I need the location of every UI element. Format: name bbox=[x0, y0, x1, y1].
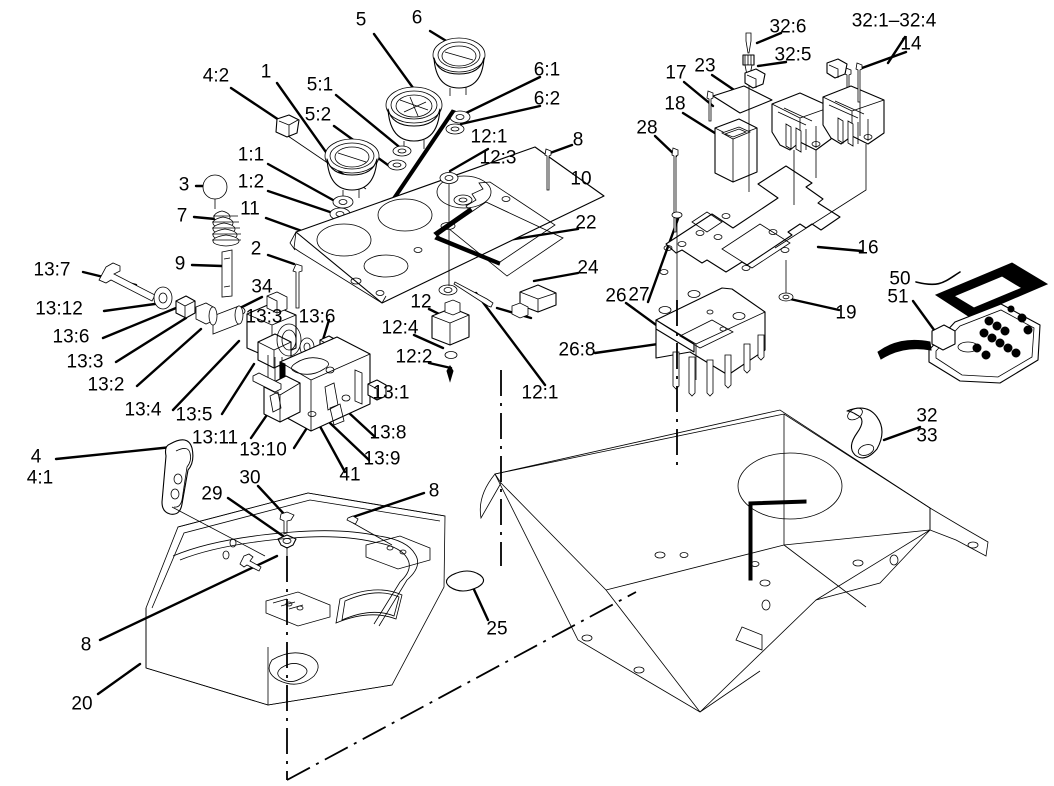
callout-8-upper: 8 bbox=[572, 129, 584, 151]
callout-5-2: 5:2 bbox=[304, 104, 332, 126]
gasket-10 bbox=[433, 181, 556, 266]
connector-block-left bbox=[744, 67, 852, 205]
callout-13-6-left: 13:6 bbox=[52, 326, 90, 348]
callout-51: 51 bbox=[887, 286, 909, 308]
callout-12-1-upper: 12:1 bbox=[470, 126, 508, 148]
callout-13-7: 13:7 bbox=[33, 259, 71, 281]
callout-13-4: 13:4 bbox=[124, 399, 162, 421]
callout-12-4: 12:4 bbox=[381, 317, 419, 339]
screw-17 bbox=[706, 90, 714, 122]
gauge-assembly-5 bbox=[385, 86, 443, 150]
callout-4-1: 4:1 bbox=[26, 467, 54, 489]
callout-12-3: 12:3 bbox=[479, 147, 517, 169]
callout-25: 25 bbox=[486, 618, 508, 640]
callout-13-8: 13:8 bbox=[369, 422, 407, 444]
callout-12-1-lower: 12:1 bbox=[521, 382, 559, 404]
washer-27 bbox=[671, 211, 683, 219]
callout-1-1: 1:1 bbox=[237, 144, 265, 166]
callout-5: 5 bbox=[355, 9, 367, 31]
switch-24 bbox=[511, 284, 557, 319]
callout-12: 12 bbox=[410, 291, 432, 313]
callout-6: 6 bbox=[411, 7, 423, 29]
callout-28: 28 bbox=[636, 117, 658, 139]
switch-12 bbox=[431, 299, 470, 383]
callout-29: 29 bbox=[201, 483, 223, 505]
decal-23 bbox=[712, 85, 773, 114]
gauge-assembly-6 bbox=[432, 37, 486, 96]
callout-18: 18 bbox=[664, 93, 686, 115]
mount-plate-16 bbox=[659, 165, 841, 275]
callout-22: 22 bbox=[575, 212, 597, 234]
callout-13-3-right: 13:3 bbox=[245, 306, 283, 328]
callout-13-12: 13:12 bbox=[35, 298, 83, 320]
console-cover-20 bbox=[145, 492, 446, 706]
callout-26-8: 26:8 bbox=[558, 339, 596, 361]
fastener-8-group bbox=[453, 148, 552, 308]
hose-32-33 bbox=[846, 407, 883, 459]
callout-30: 30 bbox=[239, 467, 261, 489]
callout-16: 16 bbox=[857, 237, 879, 259]
relay-18 bbox=[714, 118, 758, 183]
callout-50: 50 bbox=[889, 268, 911, 290]
bolt-28 bbox=[671, 147, 679, 233]
callout-8-console: 8 bbox=[428, 480, 440, 502]
callout-41: 41 bbox=[339, 464, 361, 486]
callout-13-1: 13:1 bbox=[372, 382, 410, 404]
floor-pan bbox=[479, 409, 989, 713]
callout-13-6-right: 13:6 bbox=[298, 306, 336, 328]
callout-32-1-32-4: 32:1–32:4 bbox=[851, 10, 937, 32]
callout-24: 24 bbox=[577, 257, 599, 279]
callout-13-5: 13:5 bbox=[175, 404, 213, 426]
gauge-assembly-1 bbox=[324, 138, 380, 199]
callout-23: 23 bbox=[694, 55, 716, 77]
callout-13-9: 13:9 bbox=[363, 448, 401, 470]
callout-26: 26 bbox=[605, 285, 627, 307]
callout-27: 27 bbox=[628, 284, 650, 306]
callout-32: 32 bbox=[916, 405, 938, 427]
callout-6-1: 6:1 bbox=[533, 59, 561, 81]
callout-13-10: 13:10 bbox=[239, 439, 287, 461]
callout-1: 1 bbox=[260, 61, 272, 83]
callout-13-11: 13:11 bbox=[191, 427, 239, 449]
callout-12-2: 12:2 bbox=[395, 346, 433, 368]
callout-13-2: 13:2 bbox=[87, 374, 125, 396]
controller-26 bbox=[655, 260, 794, 397]
callout-19: 19 bbox=[835, 302, 857, 324]
callout-34: 34 bbox=[251, 276, 273, 298]
callout-9: 9 bbox=[174, 253, 186, 275]
callout-32-5: 32:5 bbox=[774, 44, 812, 66]
callout-6-2: 6:2 bbox=[533, 88, 561, 110]
keypad-50-51 bbox=[877, 262, 1049, 384]
callout-4-2: 4:2 bbox=[202, 65, 230, 87]
callout-4: 4 bbox=[30, 446, 42, 468]
callout-1-2: 1:2 bbox=[237, 171, 265, 193]
callout-2: 2 bbox=[250, 238, 262, 260]
callout-14: 14 bbox=[900, 33, 922, 55]
callout-13-3-left: 13:3 bbox=[66, 351, 104, 373]
callout-5-1: 5:1 bbox=[306, 74, 334, 96]
callout-8-lower: 8 bbox=[80, 634, 92, 656]
box-13-1 bbox=[252, 336, 387, 432]
shift-knob-assembly bbox=[202, 114, 367, 316]
callout-11: 11 bbox=[240, 198, 260, 220]
center-lines bbox=[286, 300, 678, 781]
callout-3: 3 bbox=[178, 174, 190, 196]
connector-block-right bbox=[774, 58, 885, 249]
callout-33: 33 bbox=[916, 425, 938, 447]
callout-10: 10 bbox=[570, 168, 592, 190]
callout-7: 7 bbox=[176, 205, 188, 227]
callout-32-6: 32:6 bbox=[769, 16, 807, 38]
lever-4 bbox=[161, 439, 266, 557]
plug-25 bbox=[445, 570, 485, 592]
callout-20: 20 bbox=[71, 693, 93, 715]
callout-17: 17 bbox=[665, 62, 687, 84]
gauge-hardware bbox=[329, 109, 471, 221]
